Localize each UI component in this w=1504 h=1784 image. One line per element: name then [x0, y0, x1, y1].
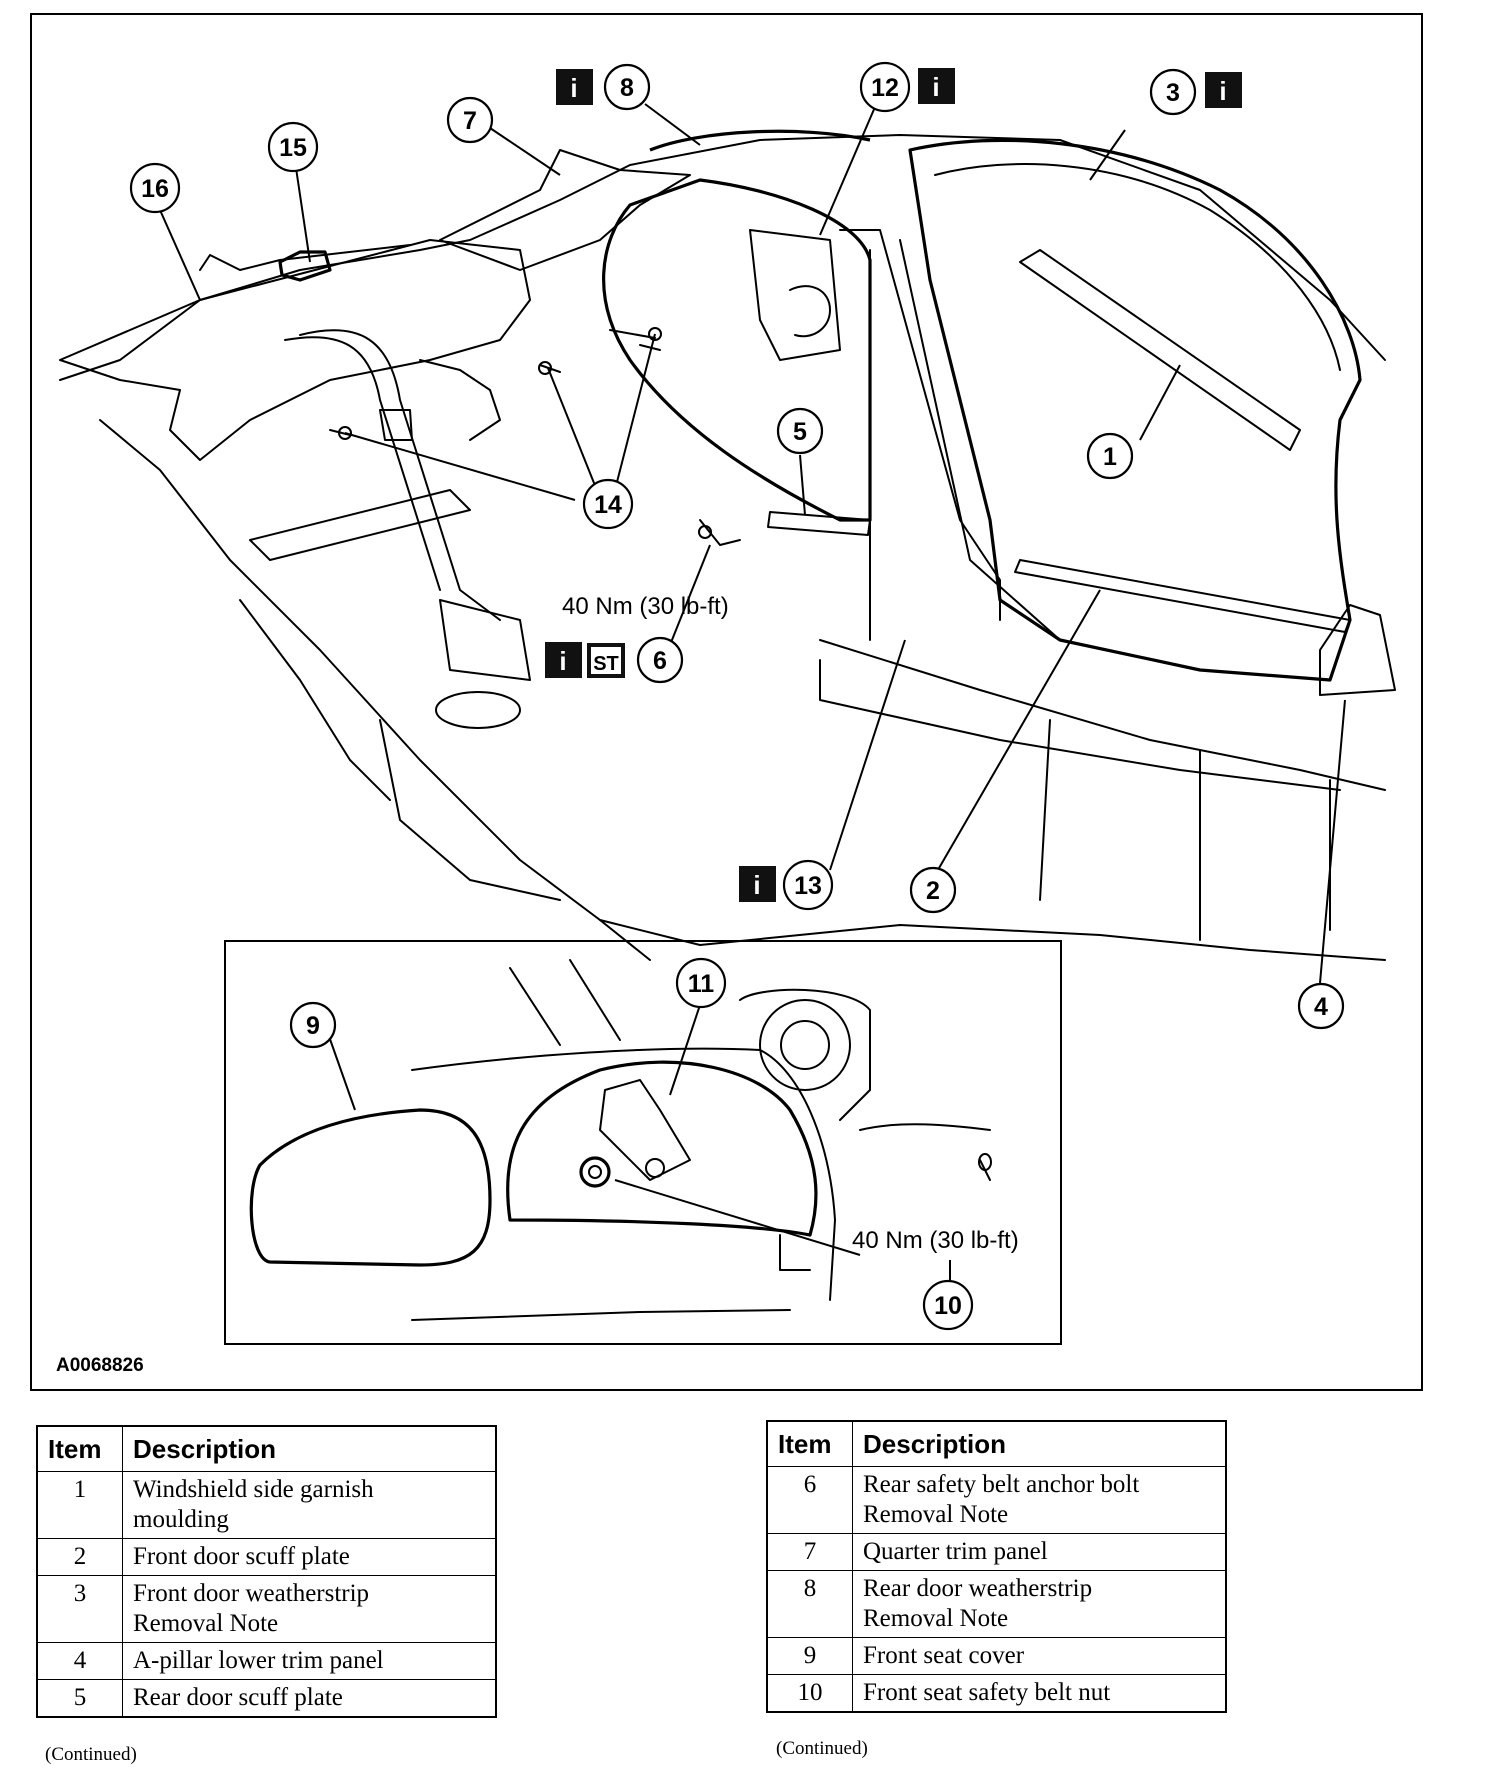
info-icon: i: [545, 642, 582, 678]
svg-text:16: 16: [141, 175, 169, 203]
header-item: Item: [766, 1420, 853, 1467]
callout-1: 1: [1086, 432, 1134, 480]
info-icon: i: [556, 69, 593, 105]
svg-text:14: 14: [594, 491, 622, 519]
legend-header: Item Description: [766, 1420, 1227, 1467]
header-description: Description: [122, 1425, 497, 1472]
item-number: 5: [36, 1679, 123, 1718]
item-description: Front seat cover: [852, 1637, 1227, 1675]
item-number: 6: [766, 1466, 853, 1534]
info-icon: i: [918, 68, 955, 104]
table-row: 9 Front seat cover: [766, 1637, 1227, 1675]
item-number: 1: [36, 1471, 123, 1539]
callout-5: 5: [776, 407, 824, 455]
leader-lines: [159, 103, 1346, 1283]
callout-15: 15: [267, 121, 319, 173]
legend-table-right: Item Description 6 Rear safety belt anch…: [766, 1420, 1227, 1713]
table-row: 7 Quarter trim panel: [766, 1533, 1227, 1571]
torque-spec-inset: 40 Nm (30 lb-ft): [852, 1227, 1019, 1254]
special-tool-icon: ST: [587, 643, 625, 678]
continued-note-left: (Continued): [45, 1744, 137, 1765]
callout-3: 3: [1149, 68, 1197, 116]
legend-table-left: Item Description 1 Windshield side garni…: [36, 1425, 497, 1718]
svg-text:4: 4: [1314, 993, 1328, 1021]
svg-text:7: 7: [463, 107, 477, 135]
callout-10: 10: [922, 1279, 974, 1331]
item-number: 2: [36, 1538, 123, 1576]
info-icon: i: [739, 866, 776, 902]
callout-4: 4: [1297, 982, 1345, 1030]
table-row: 10 Front seat safety belt nut: [766, 1674, 1227, 1713]
header-description: Description: [852, 1420, 1227, 1467]
svg-text:9: 9: [306, 1012, 320, 1040]
exploded-view-diagram: 1 2 3 4 5 6 7 8 9 10 11 12 13 14 15 16 i…: [59, 61, 1396, 1345]
table-row: 4 A-pillar lower trim panel: [36, 1642, 497, 1680]
item-number: 7: [766, 1533, 853, 1571]
inset-detail: [224, 940, 1062, 1345]
header-item: Item: [36, 1425, 123, 1472]
svg-text:5: 5: [793, 418, 807, 446]
table-row: 2 Front door scuff plate: [36, 1538, 497, 1576]
svg-text:i: i: [753, 870, 760, 900]
item-number: 3: [36, 1575, 123, 1643]
callout-12: 12: [859, 61, 911, 113]
svg-text:i: i: [1219, 76, 1226, 106]
callout-16: 16: [129, 162, 181, 214]
item-number: 8: [766, 1570, 853, 1638]
item-description: A-pillar lower trim panel: [122, 1642, 497, 1680]
item-description: Front door scuff plate: [122, 1538, 497, 1576]
callout-7: 7: [446, 96, 494, 144]
svg-text:i: i: [570, 73, 577, 103]
torque-spec-main: 40 Nm (30 lb-ft): [562, 593, 729, 620]
callout-8: 8: [603, 63, 651, 111]
body-structure: [59, 129, 1396, 961]
item-description: Front seat safety belt nut: [852, 1674, 1227, 1713]
svg-text:15: 15: [279, 134, 307, 162]
svg-text:12: 12: [871, 74, 899, 102]
svg-text:i: i: [932, 72, 939, 102]
svg-text:1: 1: [1103, 443, 1117, 471]
callout-13: 13: [782, 859, 834, 911]
svg-text:3: 3: [1166, 79, 1180, 107]
callout-14: 14: [582, 478, 634, 530]
figure-id: A0068826: [56, 1355, 144, 1376]
callout-9: 9: [289, 1001, 337, 1049]
svg-text:13: 13: [794, 872, 822, 900]
svg-text:8: 8: [620, 74, 634, 102]
callouts: 1 2 3 4 5 6 7 8 9 10 11 12 13 14 15 16: [129, 61, 1345, 1331]
svg-text:2: 2: [926, 877, 940, 905]
diagram-frame: [30, 13, 1423, 1391]
svg-text:10: 10: [934, 1292, 962, 1320]
callout-2: 2: [909, 866, 957, 914]
callout-6: 6: [636, 636, 684, 684]
info-icons: i i i i i ST: [545, 68, 1242, 902]
item-description: Rear door scuff plate: [122, 1679, 497, 1718]
continued-note-right: (Continued): [776, 1738, 868, 1759]
info-icon: i: [1205, 72, 1242, 108]
legend-header: Item Description: [36, 1425, 497, 1472]
item-number: 10: [766, 1674, 853, 1713]
svg-text:i: i: [559, 646, 566, 676]
svg-text:6: 6: [653, 647, 667, 675]
svg-text:11: 11: [688, 970, 715, 998]
item-description: Quarter trim panel: [852, 1533, 1227, 1571]
item-number: 9: [766, 1637, 853, 1675]
callout-11: 11: [675, 957, 727, 1009]
table-row: 5 Rear door scuff plate: [36, 1679, 497, 1718]
item-number: 4: [36, 1642, 123, 1680]
svg-text:ST: ST: [593, 653, 619, 675]
